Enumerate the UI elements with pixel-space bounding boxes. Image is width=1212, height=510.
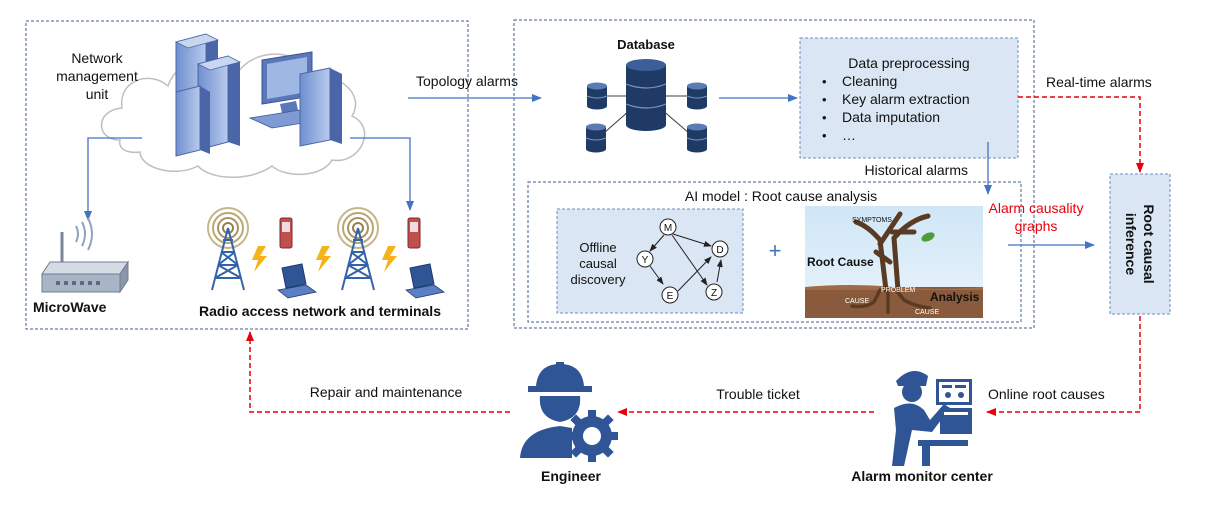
workstation-icon — [248, 51, 342, 147]
engineer-label: Engineer — [541, 468, 601, 484]
engineer-gear-icon — [520, 362, 618, 462]
inference-label-1: Root causal — [1141, 204, 1157, 283]
inference-label-2: inference — [1123, 213, 1139, 275]
bullet: • — [822, 92, 827, 107]
trouble-ticket-label: Trouble ticket — [716, 386, 800, 402]
svg-text:E: E — [667, 291, 674, 302]
preprocessing-box — [799, 37, 1019, 159]
bullet: • — [822, 128, 827, 143]
lightning-icon — [252, 246, 397, 272]
offline-label-1: Offline — [579, 240, 616, 255]
radio-tower-icon-2 — [337, 207, 379, 291]
cause-label-left: CAUSE — [845, 298, 869, 305]
historical-alarms-label: Historical alarms — [865, 162, 968, 178]
laptop-icon — [277, 263, 445, 299]
monitor-operator-icon — [892, 371, 972, 466]
center-panel-border — [513, 19, 1035, 329]
topology-alarms-label: Topology alarms — [416, 73, 518, 89]
causal-graph — [649, 233, 723, 292]
svg-text:M: M — [664, 223, 672, 234]
graph-node-e: E — [661, 286, 679, 304]
nmu-label-3: unit — [86, 86, 109, 102]
bullet: • — [822, 74, 827, 89]
ran-label: Radio access network and terminals — [199, 303, 441, 319]
database-icon — [585, 59, 708, 153]
nmu-label-2: management — [56, 68, 138, 84]
graph-node-y: Y — [636, 250, 654, 268]
graph-node-m: M — [659, 218, 677, 236]
alarm-causality-label-2: graphs — [1015, 218, 1058, 234]
root-cause-image — [805, 206, 983, 318]
svg-text:Y: Y — [642, 255, 649, 266]
arrow-cloud-to-ran — [350, 137, 414, 211]
radio-tower-icon — [207, 207, 249, 291]
alarm-causality-label-1: Alarm causality — [989, 200, 1084, 216]
graph-node-z: Z — [705, 283, 723, 301]
preprocessing-item: Cleaning — [842, 73, 897, 89]
ai-model-title: AI model : Root cause analysis — [685, 188, 877, 204]
arrow-online-root-causes — [986, 316, 1141, 416]
problem-label: PROBLEM — [881, 287, 915, 294]
svg-text:D: D — [716, 245, 723, 256]
graph-node-d: D — [711, 240, 729, 258]
online-root-causes-label: Online root causes — [988, 386, 1105, 402]
offline-label-3: discovery — [571, 272, 626, 287]
root-causal-inference-box — [1109, 173, 1171, 315]
plus-sign: + — [769, 238, 782, 263]
svg-text:Z: Z — [711, 288, 717, 299]
arrow-realtime-alarms — [1018, 96, 1144, 173]
arrow-cloud-to-microwave — [84, 137, 142, 221]
left-panel-border — [25, 20, 469, 330]
microwave-icon — [41, 217, 129, 294]
repair-maintenance-label: Repair and maintenance — [310, 384, 463, 400]
arrow-repair-maintenance — [246, 331, 510, 413]
preprocessing-item: … — [842, 127, 856, 143]
preprocessing-item: Data imputation — [842, 109, 940, 125]
mobile-phone-icon — [279, 217, 421, 249]
microwave-label: MicroWave — [33, 299, 107, 315]
preprocessing-list: • Cleaning • Key alarm extraction • Data… — [822, 73, 970, 143]
server-rack-icon — [174, 33, 242, 157]
offline-label-2: causal — [579, 256, 617, 271]
preprocessing-item: Key alarm extraction — [842, 91, 970, 107]
preprocessing-title: Data preprocessing — [848, 55, 969, 71]
analysis-label: Analysis — [930, 290, 980, 304]
alarm-monitor-center-label: Alarm monitor center — [851, 468, 993, 484]
symptoms-label: SYMPTOMS — [852, 217, 892, 224]
ai-model-border — [527, 181, 1022, 323]
bullet: • — [822, 110, 827, 125]
cause-label-right: CAUSE — [915, 309, 939, 316]
database-label: Database — [617, 37, 675, 52]
root-cause-label: Root Cause — [807, 255, 874, 269]
nmu-label-1: Network — [71, 50, 123, 66]
realtime-alarms-label: Real-time alarms — [1046, 74, 1152, 90]
